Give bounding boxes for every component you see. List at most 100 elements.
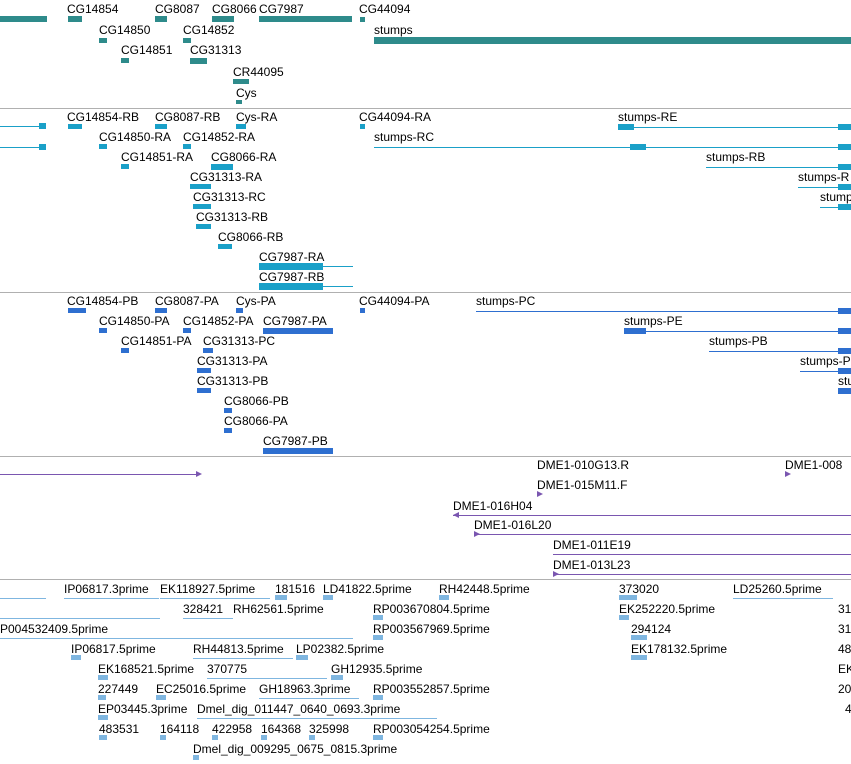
est-label[interactable]: GH12935.5prime bbox=[331, 662, 423, 676]
transcript-label[interactable]: CG14850-RA bbox=[99, 130, 172, 144]
transcript-line[interactable] bbox=[798, 187, 851, 188]
est-label[interactable]: 422958 bbox=[212, 722, 253, 736]
est-label[interactable]: 164368 bbox=[261, 722, 302, 736]
transcript-line[interactable] bbox=[618, 127, 851, 128]
clone-label[interactable]: DME1-015M11.F bbox=[537, 478, 628, 492]
est-bar[interactable] bbox=[98, 715, 108, 720]
transcript-bar[interactable] bbox=[99, 144, 107, 149]
transcript-label[interactable]: stumps-RB bbox=[706, 150, 766, 164]
est-label[interactable]: IP06817.3prime bbox=[64, 582, 149, 596]
est-label[interactable]: RH62561.5prime bbox=[233, 602, 324, 616]
transcript-label[interactable]: CG8087-RB bbox=[155, 110, 221, 124]
est-label[interactable]: LD25260.5prime bbox=[733, 582, 822, 596]
est-label[interactable]: 4 bbox=[845, 702, 851, 716]
est-label[interactable]: P004532409.5prime bbox=[0, 622, 109, 636]
gene-bar[interactable] bbox=[0, 16, 47, 22]
protein-label[interactable]: stumps-P bbox=[800, 354, 851, 368]
est-label[interactable]: Dmel_dig_011447_0640_0693.3prime bbox=[197, 702, 401, 716]
protein-label[interactable]: stumps-PC bbox=[476, 294, 536, 308]
gene-bar[interactable] bbox=[155, 16, 167, 22]
transcript-bar[interactable] bbox=[155, 124, 167, 129]
protein-bar[interactable] bbox=[224, 408, 232, 413]
gene-bar[interactable] bbox=[360, 17, 365, 22]
transcript-label[interactable]: stump bbox=[820, 190, 851, 204]
est-label[interactable]: EK118927.5prime bbox=[160, 582, 256, 596]
clone-label[interactable]: DME1-013L23 bbox=[553, 558, 631, 572]
est-label[interactable]: EK168521.5prime bbox=[98, 662, 195, 676]
est-label[interactable]: 227449 bbox=[98, 682, 139, 696]
clone-line[interactable] bbox=[474, 534, 851, 535]
est-bar[interactable] bbox=[160, 735, 166, 740]
protein-bar[interactable] bbox=[183, 328, 191, 333]
protein-label[interactable]: stumps-PB bbox=[709, 334, 768, 348]
transcript-bar[interactable] bbox=[360, 124, 365, 129]
transcript-label[interactable]: stumps-RE bbox=[618, 110, 678, 124]
est-line[interactable] bbox=[0, 618, 160, 619]
protein-bar[interactable] bbox=[263, 328, 333, 334]
est-bar[interactable] bbox=[373, 735, 383, 740]
est-label[interactable]: 483531 bbox=[99, 722, 140, 736]
est-label[interactable]: 370775 bbox=[207, 662, 248, 676]
est-label[interactable]: RP003552857.5prime bbox=[373, 682, 490, 696]
protein-label[interactable]: stumps-PE bbox=[624, 314, 683, 328]
protein-label[interactable]: CG8066-PA bbox=[224, 414, 288, 428]
est-label[interactable]: 373020 bbox=[619, 582, 660, 596]
protein-label[interactable]: CG14854-PB bbox=[67, 294, 139, 308]
protein-label[interactable]: Cys-PA bbox=[236, 294, 276, 308]
protein-label[interactable]: CG44094-PA bbox=[359, 294, 430, 308]
transcript-bar[interactable] bbox=[236, 124, 246, 129]
est-line[interactable] bbox=[183, 618, 233, 619]
est-line[interactable] bbox=[259, 698, 359, 699]
protein-bar[interactable] bbox=[121, 348, 129, 353]
est-bar[interactable] bbox=[99, 735, 107, 740]
gene-bar[interactable] bbox=[121, 58, 129, 63]
clone-line[interactable] bbox=[553, 574, 851, 575]
protein-label[interactable]: CG8087-PA bbox=[155, 294, 219, 308]
est-label[interactable]: 48 bbox=[838, 642, 851, 656]
transcript-label[interactable]: Cys-RA bbox=[236, 110, 278, 124]
est-label[interactable]: 20 bbox=[838, 682, 851, 696]
est-bar[interactable] bbox=[619, 615, 629, 620]
gene-bar[interactable] bbox=[99, 38, 107, 43]
gene-label[interactable]: CG7987 bbox=[259, 2, 304, 16]
est-label[interactable]: EP03445.3prime bbox=[98, 702, 188, 716]
est-label[interactable]: RP003054254.5prime bbox=[373, 722, 490, 736]
gene-bar[interactable] bbox=[236, 100, 242, 104]
transcript-bar[interactable] bbox=[183, 144, 191, 149]
est-bar[interactable] bbox=[98, 675, 108, 680]
est-label[interactable]: 164118 bbox=[160, 722, 200, 736]
est-bar[interactable] bbox=[261, 735, 267, 740]
clone-line[interactable] bbox=[0, 474, 200, 475]
est-bar[interactable] bbox=[373, 635, 383, 640]
transcript-label[interactable]: CG7987-RB bbox=[259, 270, 325, 284]
transcript-bar[interactable] bbox=[190, 184, 211, 189]
gene-label[interactable]: CG14854 bbox=[67, 2, 119, 16]
est-line[interactable] bbox=[0, 638, 353, 639]
est-bar[interactable] bbox=[331, 675, 343, 680]
est-bar[interactable] bbox=[619, 595, 637, 600]
transcript-bar[interactable] bbox=[218, 244, 232, 249]
gene-label[interactable]: stumps bbox=[374, 23, 413, 37]
est-line[interactable] bbox=[64, 598, 159, 599]
gene-bar[interactable] bbox=[259, 16, 352, 22]
est-label[interactable]: 31 bbox=[838, 622, 851, 636]
clone-label[interactable]: DME1-010G13.R bbox=[537, 458, 630, 472]
est-label[interactable]: 328421 bbox=[183, 602, 224, 616]
est-bar[interactable] bbox=[309, 735, 315, 740]
protein-label[interactable]: stu bbox=[838, 374, 851, 388]
est-label[interactable]: IP06817.5prime bbox=[71, 642, 156, 656]
est-bar[interactable] bbox=[373, 615, 383, 620]
transcript-bar[interactable] bbox=[196, 224, 211, 229]
clone-label[interactable]: DME1-011E19 bbox=[553, 538, 631, 552]
est-line[interactable] bbox=[733, 598, 833, 599]
gene-label[interactable]: CG14852 bbox=[183, 23, 235, 37]
est-label[interactable]: 31 bbox=[838, 602, 851, 616]
protein-label[interactable]: CG7987-PA bbox=[263, 314, 327, 328]
transcript-label[interactable]: CG14854-RB bbox=[67, 110, 140, 124]
gene-label[interactable]: CG14851 bbox=[121, 43, 173, 57]
protein-label[interactable]: CG31313-PB bbox=[197, 374, 269, 388]
transcript-line[interactable] bbox=[820, 207, 851, 208]
gene-label[interactable]: CG8087 bbox=[155, 2, 200, 16]
protein-bar[interactable] bbox=[99, 328, 107, 333]
transcript-label[interactable]: CG31313-RB bbox=[196, 210, 269, 224]
